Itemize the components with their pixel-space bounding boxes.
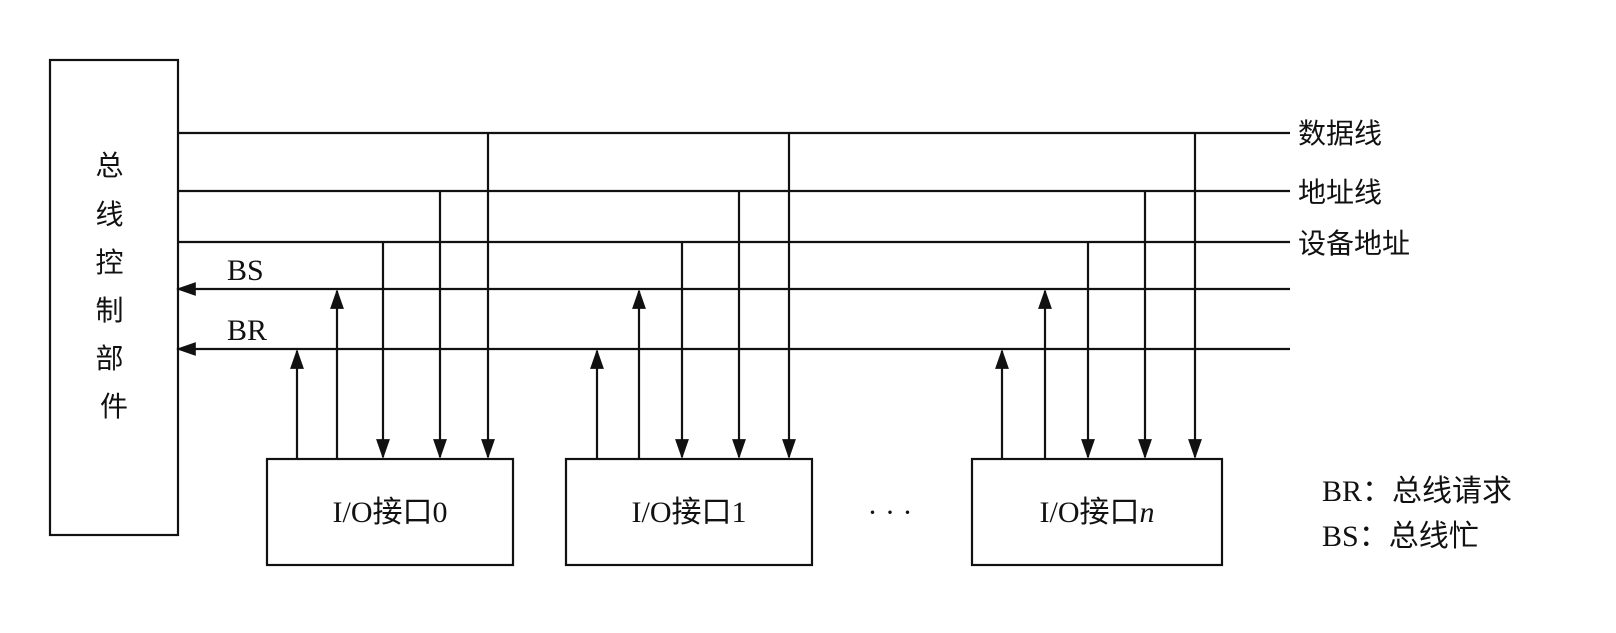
bus-lines — [176, 131, 1290, 356]
io-module-1-label: I/O接口1 — [632, 496, 747, 529]
ellipsis: · · · — [868, 496, 913, 529]
io-module-0: I/O接口0 — [265, 133, 515, 567]
legend-bs: BS：总线忙 — [1322, 520, 1479, 553]
address-bus-label: 地址线 — [1298, 176, 1382, 209]
bus-controller: 总 线 控 制 部 件 — [48, 58, 180, 537]
controller-char-1: 线 — [96, 198, 124, 231]
io-module-n-label: I/O接口n — [1040, 496, 1155, 529]
data-bus-label: 数据线 — [1298, 117, 1382, 150]
io-module-n-prefix: I/O接口 — [1040, 496, 1140, 529]
legend: BR：总线请求 BS：总线忙 — [1322, 475, 1512, 553]
io-module-n-index: n — [1140, 496, 1155, 529]
io-module-1: I/O接口1 — [564, 133, 814, 567]
io-module-0-label: I/O接口0 — [333, 496, 448, 529]
controller-char-0: 总 — [96, 149, 124, 182]
device-address-label: 设备地址 — [1298, 227, 1410, 260]
legend-br: BR：总线请求 — [1322, 475, 1512, 508]
controller-char-3: 制 — [96, 294, 124, 327]
br-label: BR — [227, 314, 267, 347]
controller-char-5: 件 — [100, 390, 128, 423]
controller-char-2: 控 — [96, 246, 124, 279]
io-module-n: I/O接口n — [970, 133, 1224, 567]
bs-label: BS — [227, 254, 264, 287]
controller-char-4: 部 — [96, 342, 124, 375]
bus-controller-label: 总 线 控 制 部 件 — [96, 149, 133, 423]
bus-labels: 数据线 地址线 设备地址 BS BR — [227, 117, 1410, 347]
